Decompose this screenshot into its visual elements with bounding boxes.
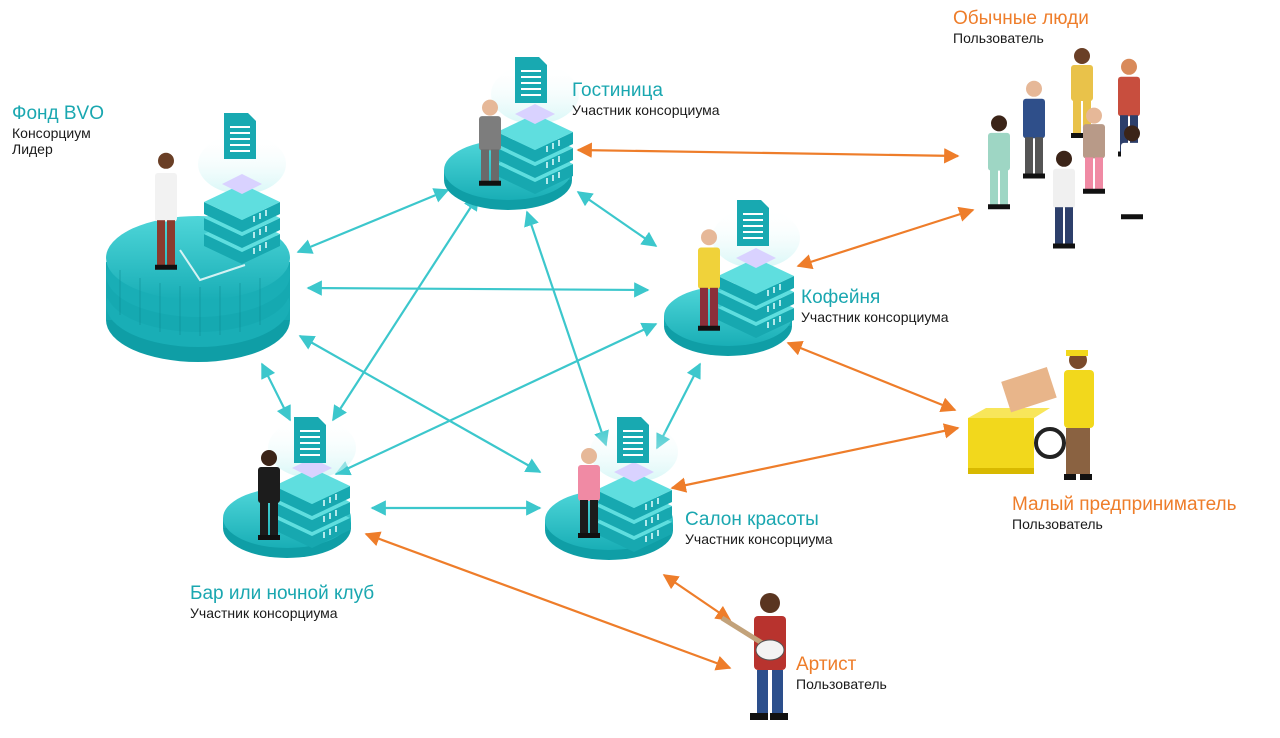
document-icon: [224, 113, 256, 159]
document-icon: [515, 57, 547, 103]
hotel-label: Гостиница Участник консорциума: [572, 80, 720, 118]
user-links: [364, 142, 975, 671]
link-fund-cafe: [306, 280, 650, 298]
link-hotel-people: [576, 142, 960, 164]
small-business-title: Малый предприниматель: [1012, 494, 1237, 515]
artist-subtitle: Пользователь: [796, 675, 887, 692]
person-icon: [1053, 150, 1075, 249]
person-icon: [1083, 107, 1105, 194]
crowd-people-icon: [988, 48, 1143, 249]
food-cart-vendor-icon: [968, 350, 1094, 480]
consortium-links: [261, 188, 701, 516]
link-cafe-people: [796, 206, 975, 270]
salon-subtitle: Участник консорциума: [685, 530, 833, 547]
fund-subtitle-2: Лидер: [12, 140, 53, 157]
person-icon: [1023, 80, 1045, 179]
cafe-title: Кофейня: [801, 287, 881, 308]
bar-label: Бар или ночной клуб Участник консорциума: [190, 583, 374, 621]
bar-subtitle: Участник консорциума: [190, 604, 338, 621]
hotel-subtitle: Участник консорциума: [572, 101, 720, 118]
person-icon: [1118, 58, 1140, 157]
link-fund-bar: [261, 362, 291, 422]
artist-title: Артист: [796, 654, 857, 675]
server-icon: [198, 134, 286, 264]
cafe-label: Кофейня Участник консорциума: [801, 287, 949, 325]
fund-title: Фонд BVO: [12, 103, 104, 124]
link-salon-artist: [662, 574, 732, 621]
small-business-label: Малый предприниматель Пользователь: [1012, 494, 1237, 532]
link-fund-hotel: [296, 188, 450, 254]
hotel-title: Гостиница: [572, 80, 663, 101]
guitar-artist-icon: [720, 593, 788, 720]
link-bar-artist: [364, 531, 732, 671]
artist-label: Артист Пользователь: [796, 654, 887, 692]
link-cafe-bar: [334, 322, 658, 476]
person-icon: [698, 229, 720, 331]
document-icon: [617, 417, 649, 463]
woman-person-icon: [578, 448, 600, 538]
document-icon: [294, 417, 326, 463]
link-hotel-cafe: [576, 191, 658, 247]
link-cafe-small: [786, 341, 957, 412]
fund-label: Фонд BVO Консорциум Лидер: [12, 103, 104, 157]
link-salon-small: [670, 423, 960, 493]
person-icon: [258, 450, 280, 540]
bar-title: Бар или ночной клуб: [190, 583, 375, 604]
salon-title: Салон красоты: [685, 509, 819, 530]
people-label: Обычные люди Пользователь: [953, 8, 1089, 46]
salon-label: Салон красоты Участник консорциума: [685, 509, 833, 547]
small-business-subtitle: Пользователь: [1012, 515, 1103, 532]
people-subtitle: Пользователь: [953, 29, 1044, 46]
person-icon: [1121, 125, 1143, 220]
person-icon: [988, 115, 1010, 210]
fund-subtitle-1: Консорциум: [12, 124, 91, 141]
link-hotel-salon: [524, 210, 609, 447]
leader-person-icon: [155, 152, 177, 270]
businessman-person-icon: [479, 99, 501, 186]
people-title: Обычные люди: [953, 8, 1089, 29]
cafe-subtitle: Участник консорциума: [801, 308, 949, 325]
document-icon: [737, 200, 769, 246]
